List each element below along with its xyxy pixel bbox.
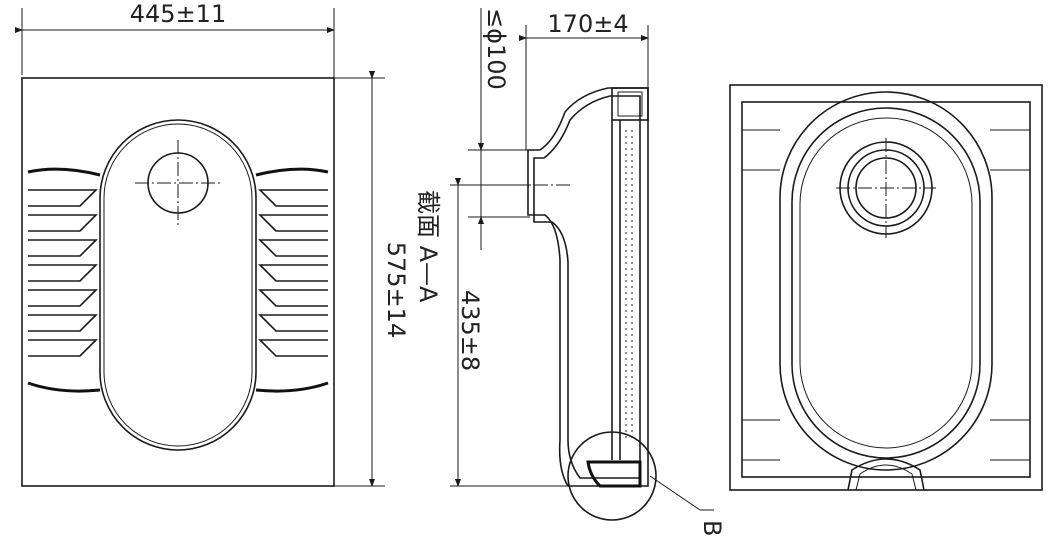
top-view: 445±11 575±14	[15, 0, 410, 487]
section-view: 截面 A—A ≤ϕ100 170±4 435±8	[414, 8, 726, 536]
detail-label: B	[698, 520, 726, 536]
right-footrest-ribs	[255, 167, 329, 393]
left-footrest-ribs	[27, 167, 101, 393]
section-label: 截面 A—A	[414, 190, 442, 303]
height-dimension: 575±14	[382, 242, 410, 338]
outlet-height-dimension: 435±8	[456, 290, 484, 371]
depth-dimension: 170±4	[547, 10, 628, 38]
plan-view	[729, 84, 1043, 491]
outlet-diameter-dimension: ≤ϕ100	[482, 8, 510, 90]
width-dimension: 445±11	[130, 0, 226, 28]
